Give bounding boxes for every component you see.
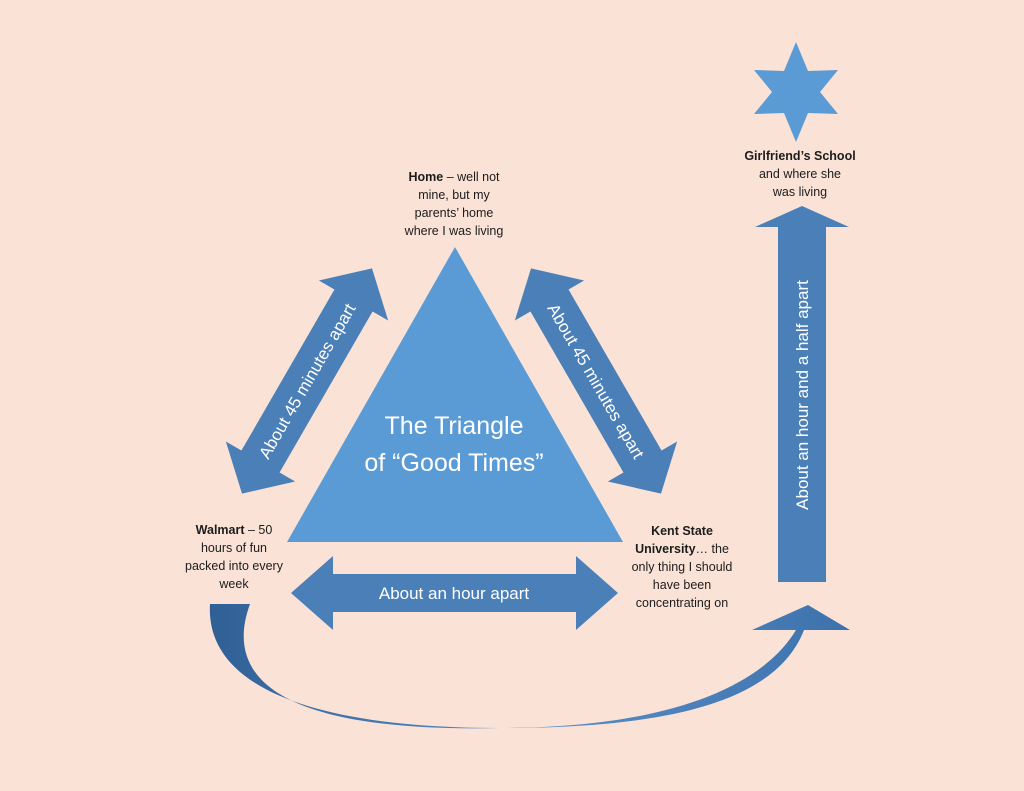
walmart-desc-line4: week — [219, 577, 249, 591]
walmart-desc-line3: packed into every — [185, 559, 283, 573]
triangle-title-line2: of “Good Times” — [364, 449, 543, 477]
triangle-shape — [287, 247, 623, 542]
arrow-walmart-kent-label: About an hour apart — [379, 584, 530, 603]
kent-label: Kent State University… the only thing I … — [612, 522, 752, 612]
home-label: Home – well not mine, but my parents’ ho… — [384, 168, 524, 240]
girlfriend-label: Girlfriend’s School and where she was li… — [720, 147, 880, 201]
kent-name-line1: Kent State — [651, 524, 713, 538]
girlfriend-desc-line2: and where she — [758, 167, 841, 181]
arrow-home-walmart-label: About 45 minutes apart — [255, 300, 359, 462]
star-icon — [754, 42, 838, 142]
kent-desc-line3: only thing I should — [631, 560, 733, 574]
arrow-to-girlfriend: About an hour and a half apart — [755, 206, 849, 582]
kent-name-line2: University — [635, 542, 696, 556]
home-desc-line2: mine, but my — [418, 188, 490, 202]
kent-desc-line4: have been — [652, 578, 712, 592]
home-desc-line3: parents’ home — [414, 206, 494, 220]
arrow-walmart-kent: About an hour apart — [291, 556, 618, 630]
walmart-desc-line2: hours of fun — [200, 541, 267, 555]
home-name: Home — [408, 170, 444, 184]
girlfriend-desc-line3: was living — [772, 185, 828, 199]
arrow-to-girlfriend-label: About an hour and a half apart — [793, 280, 812, 510]
walmart-name: Walmart — [195, 523, 245, 537]
walmart-desc-line1: – 50 — [244, 523, 273, 537]
triangle-title-line1: The Triangle — [385, 412, 524, 440]
girlfriend-name: Girlfriend’s School — [744, 149, 856, 163]
home-desc-line1: – well not — [443, 170, 500, 184]
home-desc-line4: where I was living — [404, 224, 504, 238]
curved-arrow — [209, 604, 850, 729]
kent-desc-line5: concentrating on — [635, 596, 729, 610]
kent-desc-line2: … the — [695, 542, 729, 556]
walmart-label: Walmart – 50 hours of fun packed into ev… — [166, 521, 302, 593]
